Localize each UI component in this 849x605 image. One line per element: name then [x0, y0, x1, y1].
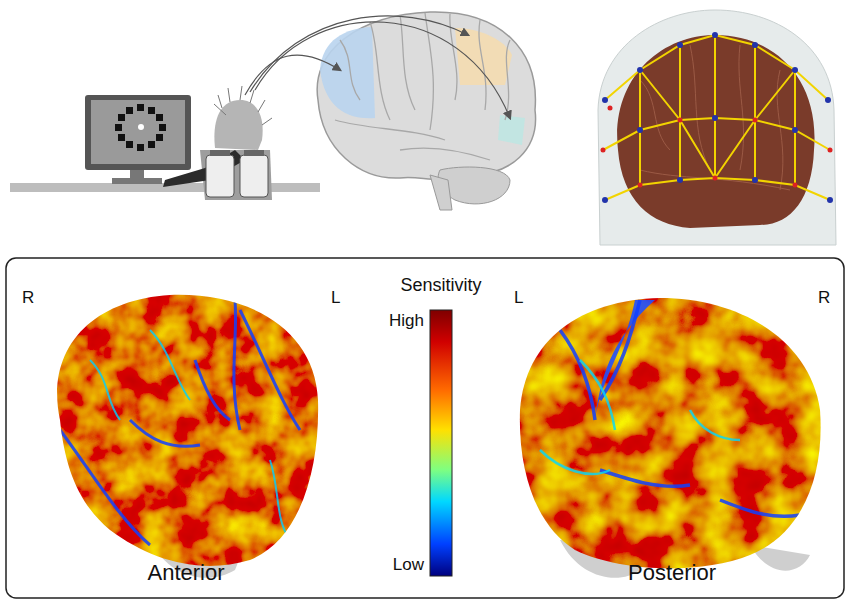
view-label: Posterior — [628, 562, 716, 584]
view-label: Anterior — [147, 562, 224, 584]
side-label: L — [514, 289, 523, 306]
colorbar-tick: Low — [393, 556, 424, 573]
colorbar-title: Sensitivity — [400, 276, 481, 294]
colorbar-tick: High — [389, 312, 424, 329]
side-label: R — [818, 289, 830, 306]
side-label: R — [22, 289, 34, 306]
side-label: L — [331, 289, 340, 306]
